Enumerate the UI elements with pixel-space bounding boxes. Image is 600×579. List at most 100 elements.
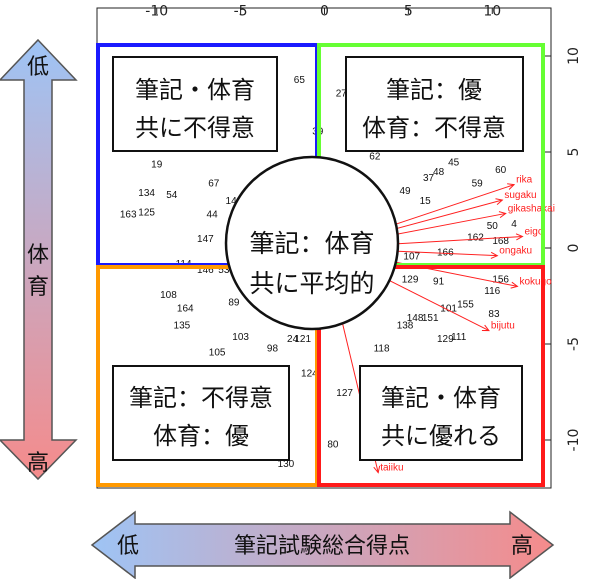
loading-vector-arrowhead [498, 211, 507, 219]
score-point-label: 107 [403, 252, 420, 263]
score-point-label: 101 [440, 303, 457, 314]
score-point-label: 151 [422, 313, 439, 324]
loading-vector-arrowhead [495, 198, 504, 205]
score-point-label: 103 [232, 332, 249, 343]
right-tick-label: 10 [566, 47, 582, 65]
loading-vector-arrowhead [515, 233, 524, 241]
score-point-label: 164 [177, 303, 194, 314]
loading-vector-label: ongaku [499, 246, 532, 257]
score-point-label: 60 [495, 165, 507, 176]
score-point-label: 65 [294, 75, 306, 86]
score-point-label: 116 [484, 286, 500, 297]
score-point-label: 168 [492, 236, 509, 247]
score-point-label: 135 [174, 321, 191, 332]
score-point-label: 146 [197, 265, 214, 276]
horizontal-arrow-left-label: 低 [117, 534, 139, 559]
score-point-label: 80 [327, 440, 339, 451]
loading-vector-arrowhead [373, 465, 381, 474]
score-point-label: 125 [138, 207, 155, 218]
quadrant-top-right-line1: 筆記：優 [386, 76, 482, 104]
vertical-arrow-middle-line2: 育 [27, 275, 49, 300]
score-point-label: 89 [228, 298, 240, 309]
quadrant-bottom-left-line1: 筆記：不得意 [129, 384, 273, 412]
loading-vector-label: taiiku [380, 463, 403, 474]
score-point-label: 44 [207, 209, 219, 220]
loading-vector-label: kokugo [519, 276, 552, 287]
score-point-label: 83 [488, 309, 500, 320]
score-point-label: 134 [138, 188, 155, 199]
vertical-pe-arrow: 低 体 育 高 [0, 38, 78, 481]
right-tick-label: 0 [566, 244, 582, 253]
horizontal-arrow-right-label: 高 [511, 534, 533, 559]
score-point-label: 37 [423, 173, 435, 184]
quadrant-top-right-label: 筆記：優 体育：不得意 [345, 56, 524, 152]
score-point-label: 108 [160, 290, 177, 301]
vertical-arrow-middle-line1: 体 [27, 243, 49, 268]
loading-vector-arrowhead [510, 281, 519, 289]
score-point-label: 59 [472, 179, 484, 190]
score-point-label: 127 [336, 388, 353, 399]
loading-vector-label: sugaku [504, 190, 536, 201]
score-point-label: 54 [166, 190, 178, 201]
loading-vector-label: eigo [524, 226, 543, 237]
score-point-label: 27 [336, 88, 348, 99]
loading-vector-label: bijutu [491, 321, 515, 332]
score-point-label: 148 [226, 196, 243, 207]
score-point-label: 49 [399, 186, 411, 197]
quadrant-top-left-label: 筆記・体育 共に不得意 [112, 56, 278, 152]
score-point-label: 124 [301, 369, 318, 380]
score-point-label: 129 [437, 334, 454, 345]
quadrant-bottom-right-line1: 筆記・体育 [381, 384, 501, 412]
top-tick-label: -10 [145, 4, 168, 20]
score-point-label: 138 [397, 321, 414, 332]
quadrant-bottom-left-label: 筆記：不得意 体育：優 [112, 365, 290, 461]
score-point-label: 130 [278, 459, 295, 470]
top-tick-label: -5 [234, 4, 248, 20]
score-point-label: 24 [287, 334, 299, 345]
score-point-label: 111 [451, 332, 467, 343]
score-point-label: 45 [448, 157, 460, 168]
score-point-label: 50 [487, 221, 499, 232]
quadrant-top-left-line2: 共に不得意 [135, 114, 255, 142]
quadrant-bottom-left-line2: 体育：優 [153, 422, 249, 450]
score-point-label: 15 [420, 196, 432, 207]
score-point-label: 156 [492, 275, 509, 286]
loading-vectors: rika sugaku gikashakai eigo ongaku kokugo biju… [324, 175, 555, 474]
vertical-arrow-top-label: 低 [27, 55, 49, 80]
quadrant-bottom-right-label: 筆記・体育 共に優れる [359, 365, 523, 461]
loading-vector-label: gikashakai [508, 203, 555, 214]
score-point-label: 155 [457, 300, 474, 311]
center-line2: 共に平均的 [249, 269, 374, 298]
loading-vector-arrowhead [481, 324, 490, 332]
center-average-circle: 筆記：体育 共に平均的 [224, 155, 400, 331]
score-point-label: 91 [433, 276, 445, 287]
horizontal-written-score-arrow: 低 筆記試験総合得点 高 [90, 510, 555, 579]
top-tick-label: 10 [483, 4, 501, 20]
right-tick-label: -10 [566, 429, 582, 452]
score-point-label: 67 [208, 179, 220, 190]
right-tick-label: 5 [566, 148, 582, 157]
score-point-label: 48 [433, 167, 445, 178]
quadrant-bottom-right-line2: 共に優れる [381, 422, 501, 450]
score-point-label: 129 [402, 275, 419, 286]
score-point-label: 19 [151, 159, 163, 170]
score-point-label: 53 [218, 265, 230, 276]
quadrant-bottom-right-frame [317, 265, 545, 487]
quadrant-top-left-line1: 筆記・体育 [135, 76, 255, 104]
center-line1: 筆記：体育 [249, 229, 374, 258]
loading-vector-arrowhead [507, 183, 516, 190]
score-point-label: 118 [374, 344, 390, 355]
score-point-label: 121 [294, 334, 311, 345]
top-tick-label: 0 [320, 4, 329, 20]
score-point-label: 163 [120, 209, 137, 220]
score-point-label: 148 [407, 313, 424, 324]
loading-vector-label: rika [516, 175, 533, 186]
loading-vector-arrowhead [490, 251, 499, 259]
score-point-label: 162 [467, 232, 484, 243]
quadrant-top-right-line2: 体育：不得意 [362, 114, 506, 142]
horizontal-arrow-title: 筆記試験総合得点 [234, 534, 410, 559]
vertical-arrow-bottom-label: 高 [27, 451, 49, 476]
